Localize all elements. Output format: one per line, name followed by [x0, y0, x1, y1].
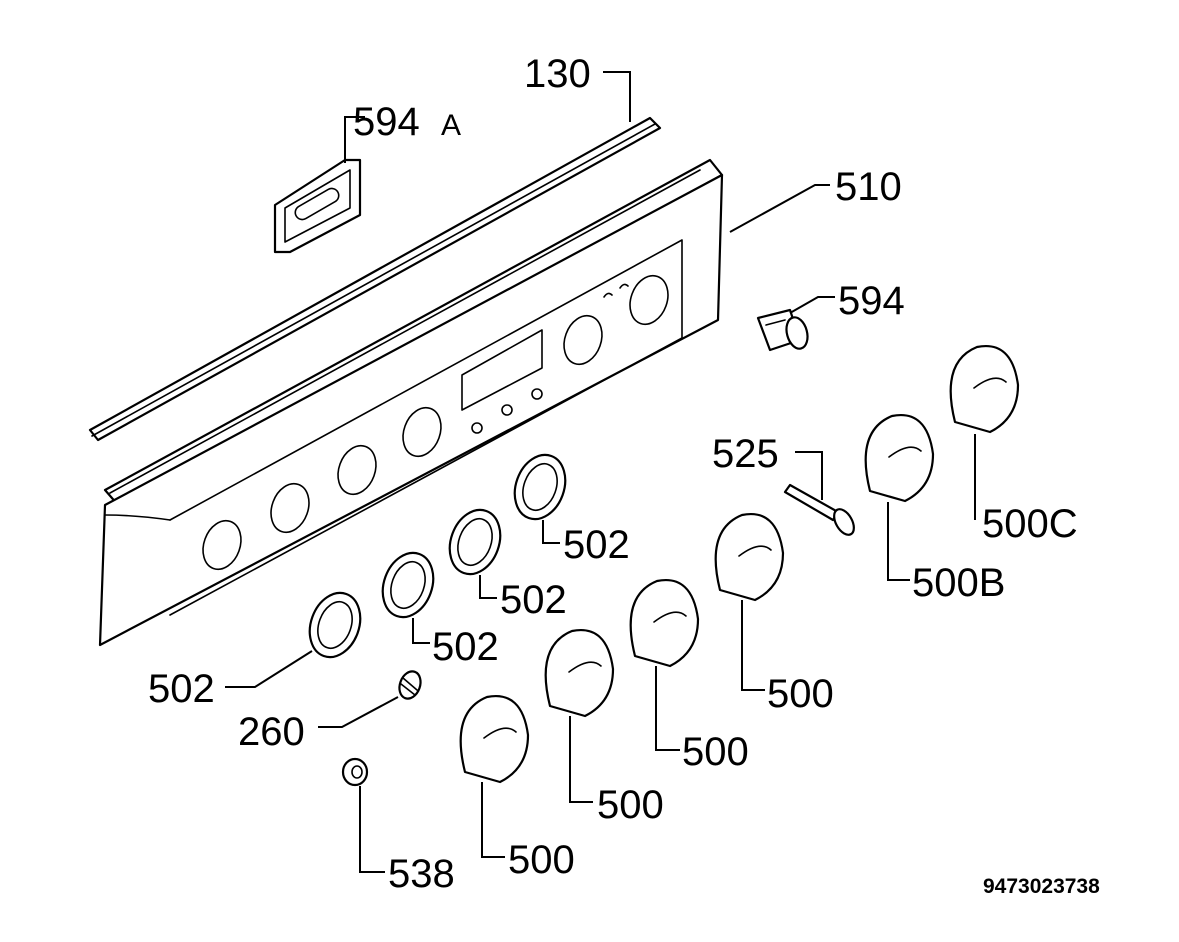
label-502-2: 502: [432, 625, 499, 669]
label-500-3: 500: [682, 730, 749, 774]
label-260: 260: [238, 710, 305, 754]
label-510: 510: [835, 165, 902, 209]
label-502-1: 502: [148, 667, 215, 711]
part-594-indicator-lamp: [756, 308, 809, 352]
part-500-knob-1: [459, 694, 530, 784]
label-500b: 500B: [912, 561, 1005, 605]
label-502-3: 502: [500, 578, 567, 622]
label-538: 538: [388, 852, 455, 896]
part-260-spring: [398, 670, 422, 700]
part-502-bezel-4: [513, 453, 567, 521]
leader-lines: [225, 71, 976, 873]
part-510-control-panel: [98, 158, 724, 647]
drawing-code: 9473023738: [983, 875, 1100, 898]
part-538-washer: [341, 757, 369, 787]
label-594: 594: [838, 279, 905, 323]
label-500c: 500C: [982, 502, 1078, 546]
label-594a-number: 594: [353, 100, 420, 144]
part-502-bezel-1: [308, 591, 362, 659]
part-500-knob-2: [544, 628, 615, 718]
part-130-seal-strip: [88, 116, 662, 442]
part-500-knob-4: [714, 512, 785, 602]
part-500c-knob: [949, 344, 1020, 434]
part-525-spindle: [783, 483, 855, 536]
label-525: 525: [712, 432, 779, 476]
label-500-2: 500: [597, 783, 664, 827]
label-500-4: 500: [767, 672, 834, 716]
part-500-knob-3: [629, 578, 700, 668]
part-502-bezel-2: [381, 551, 435, 619]
label-500-1: 500: [508, 838, 575, 882]
part-594a-bracket: [273, 158, 362, 254]
part-500b-knob: [864, 413, 935, 503]
part-502-bezel-3: [448, 508, 502, 576]
label-130: 130: [524, 52, 591, 96]
label-594a-suffix: A: [441, 109, 461, 142]
label-502-4: 502: [563, 523, 630, 567]
